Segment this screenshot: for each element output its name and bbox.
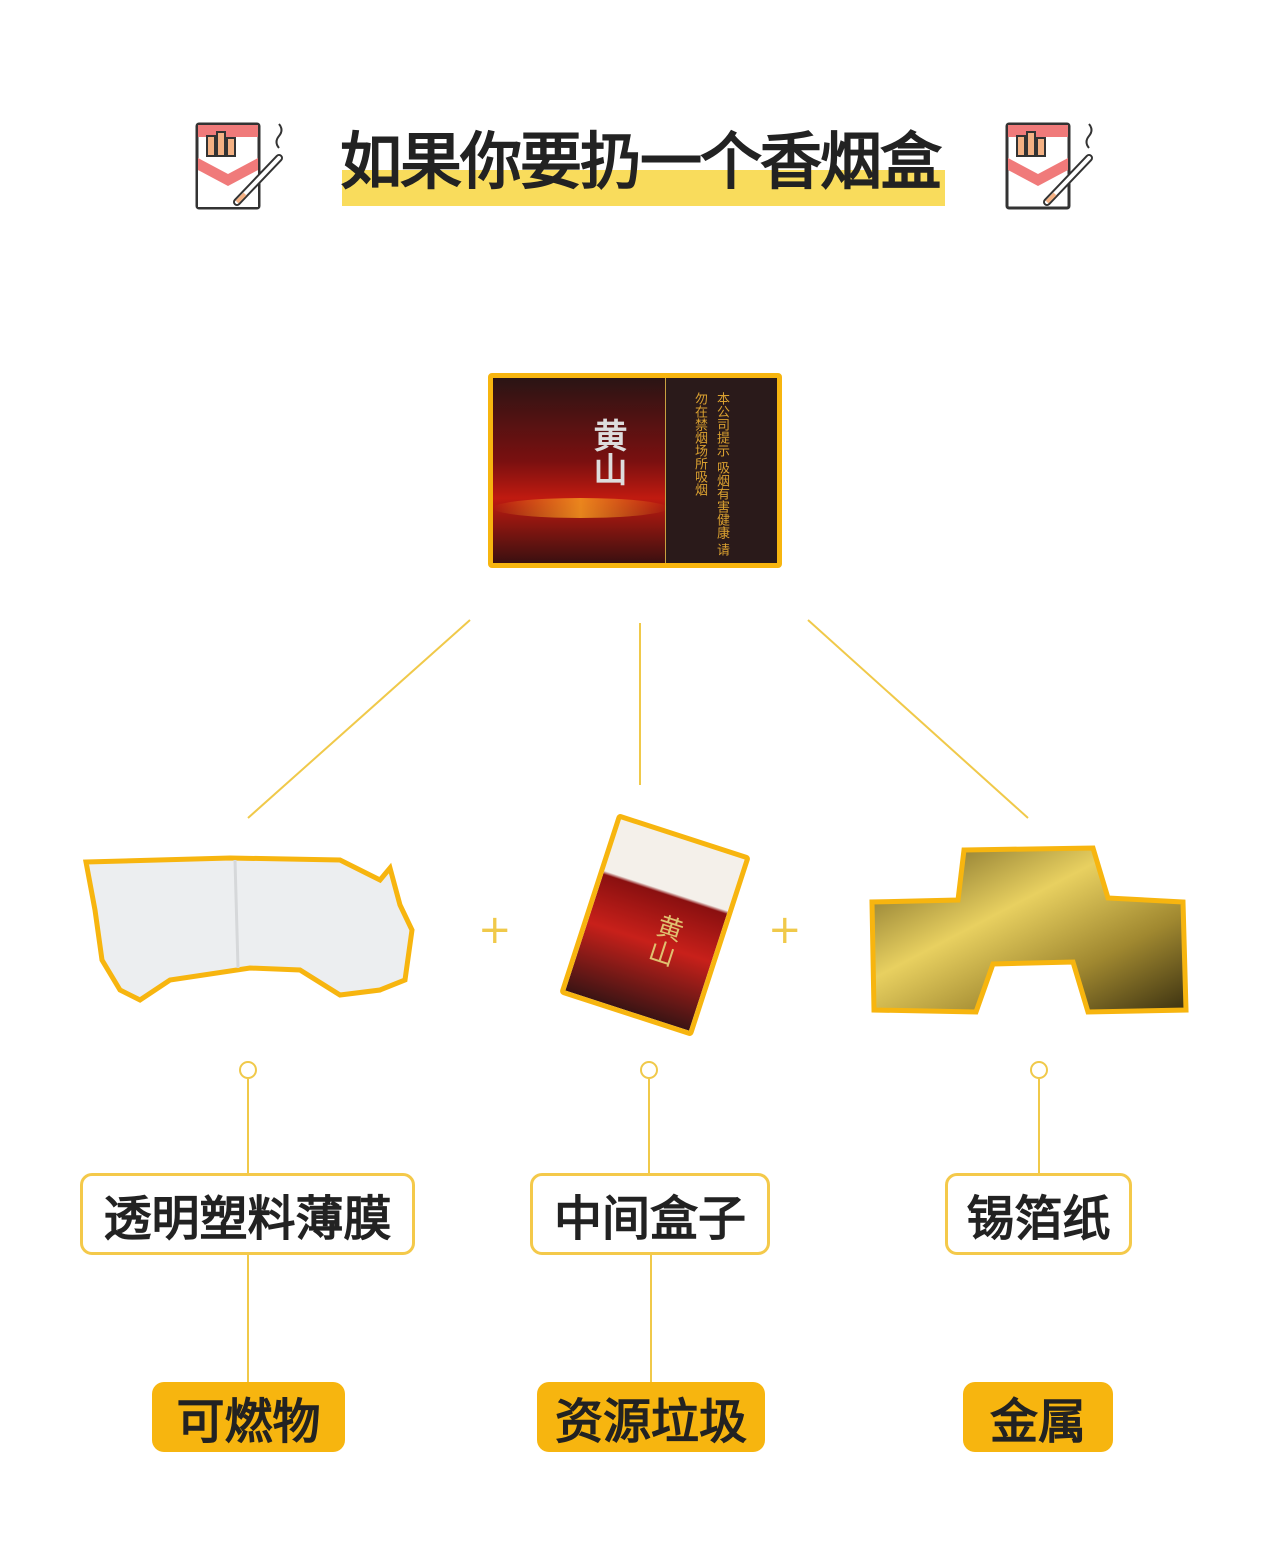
inner-box-brand-text: 黄山 xyxy=(641,910,687,969)
category-tag-metal: 金属 xyxy=(963,1382,1113,1452)
node-circle xyxy=(239,1061,257,1079)
part-label-plastic-film: 透明塑料薄膜 xyxy=(80,1173,415,1255)
part-label-inner-box: 中间盒子 xyxy=(530,1173,770,1255)
node-circle xyxy=(1030,1061,1048,1079)
box-warning-text: 本公司提示 吸烟有害健康 请勿在禁烟场所吸烟 xyxy=(692,392,729,557)
box-brand-text: 黄山 xyxy=(587,418,627,486)
category-tag-recyclable: 资源垃圾 xyxy=(537,1382,765,1452)
connector-line xyxy=(1038,1079,1040,1173)
cigarette-pack-icon xyxy=(195,122,283,210)
connector-line xyxy=(247,1079,249,1173)
connector-line xyxy=(247,1255,249,1382)
node-circle xyxy=(640,1061,658,1079)
plus-sign: + xyxy=(478,907,512,953)
cigarette-pack-icon xyxy=(1005,122,1093,210)
connector-line xyxy=(648,1079,650,1173)
part-label-foil: 锡箔纸 xyxy=(945,1173,1132,1255)
category-tag-combustible: 可燃物 xyxy=(152,1382,345,1452)
connector-line xyxy=(650,1255,652,1382)
plus-sign: + xyxy=(768,907,802,953)
page-title: 如果你要扔一个香烟盒 xyxy=(340,125,942,198)
foil-paper-photo xyxy=(869,845,1189,1015)
cigarette-box-photo: 黄山 本公司提示 吸烟有害健康 请勿在禁烟场所吸烟 xyxy=(488,373,782,568)
plastic-film-photo xyxy=(83,855,415,1003)
title-highlight xyxy=(342,170,945,206)
